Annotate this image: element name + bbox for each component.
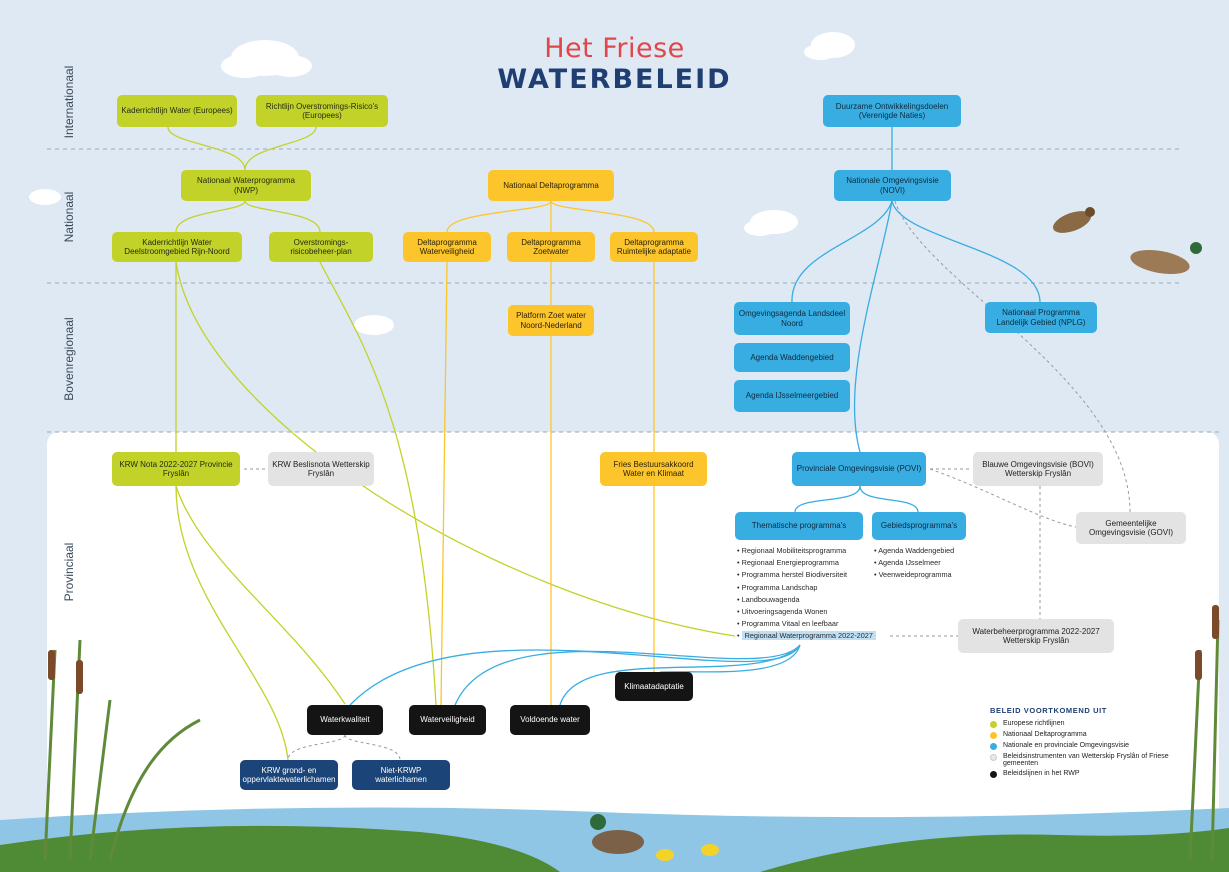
hill-right xyxy=(760,828,1229,872)
list-item: Uitvoeringsagenda Wonen xyxy=(737,606,876,618)
cloud-decoration xyxy=(29,32,855,335)
list-item: Veenweideprogramma xyxy=(874,569,954,581)
legend-label: Europese richtlijnen xyxy=(1003,720,1065,727)
band-label-nationaal: Nationaal xyxy=(62,191,76,243)
legend-label: Nationaal Deltaprogramma xyxy=(1003,731,1087,738)
legend-item: Beleidsinstrumenten van Wetterskip Frysl… xyxy=(990,753,1193,767)
list-item: Landbouwagenda xyxy=(737,594,876,606)
node-dp-waterveiligheid[interactable]: Deltaprogramma Waterveiligheid xyxy=(403,232,491,262)
grey-connectors xyxy=(244,200,1131,761)
node-klimaatadaptatie[interactable]: Klimaatadaptatie xyxy=(615,672,693,701)
hill-left xyxy=(0,825,560,872)
node-krw-grond-oppervlaktewater[interactable]: KRW grond- en oppervlaktewaterlichamen xyxy=(240,760,338,790)
node-dp-ruimtelijke-adaptatie[interactable]: Deltaprogramma Ruimtelijke adaptatie xyxy=(610,232,698,262)
duck-decoration xyxy=(590,207,1202,861)
node-krw-nota[interactable]: KRW Nota 2022-2027 Provincie Fryslân xyxy=(112,452,240,486)
legend-label: Beleidslijnen in het RWP xyxy=(1003,770,1080,777)
legend-label: Nationale en provinciale Omgevingsvisie xyxy=(1003,742,1130,749)
node-krw-eu[interactable]: Kaderrichtlijn Water (Europees) xyxy=(117,95,237,127)
node-krw-rijn[interactable]: Kaderrichtlijn Water Deelstroomgebied Ri… xyxy=(112,232,242,262)
legend-item: Nationale en provinciale Omgevingsvisie xyxy=(990,742,1193,750)
node-ndp[interactable]: Nationaal Deltaprogramma xyxy=(488,170,614,201)
legend-title: BELEID VOORTKOMEND UIT xyxy=(990,706,1107,715)
legend-swatch xyxy=(990,771,997,778)
node-platform-zoet-water[interactable]: Platform Zoet water Noord-Nederland xyxy=(508,305,594,336)
node-povi[interactable]: Provinciale Omgevingsvisie (POVI) xyxy=(792,452,926,486)
thematic-programme-list: Regionaal Mobiliteitsprogramma Regionaal… xyxy=(737,545,876,643)
cattail-decoration xyxy=(48,605,1219,694)
node-voldoende-water[interactable]: Voldoende water xyxy=(510,705,590,735)
band-label-provinciaal: Provinciaal xyxy=(62,542,76,602)
legend-label: Beleidsinstrumenten van Wetterskip Frysl… xyxy=(1003,753,1169,767)
node-govi[interactable]: Gemeentelijke Omgevingsvisie (GOVI) xyxy=(1076,512,1186,544)
node-dp-zoetwater[interactable]: Deltaprogramma Zoetwater xyxy=(507,232,595,262)
yellow-connectors xyxy=(440,200,655,706)
node-thematische-programmas[interactable]: Thematische programma's xyxy=(735,512,863,540)
list-item: Regionaal Mobiliteitsprogramma xyxy=(737,545,876,557)
node-krw-beslisnota[interactable]: KRW Beslisnota Wetterskip Fryslân xyxy=(268,452,374,486)
node-agenda-ijsselmeergebied[interactable]: Agenda IJsselmeergebied xyxy=(734,380,850,412)
legend-swatch xyxy=(990,754,997,761)
gebied-programme-list: Agenda Waddengebied Agenda IJsselmeer Ve… xyxy=(874,545,954,582)
node-omgevingsagenda-noord[interactable]: Omgevingsagenda Landsdeel Noord xyxy=(734,302,850,335)
list-item: Programma herstel Biodiversiteit xyxy=(737,569,876,581)
list-item: Regionaal Energieprogramma xyxy=(737,557,876,569)
list-item: Agenda Waddengebied xyxy=(874,545,954,557)
node-waterkwaliteit[interactable]: Waterkwaliteit xyxy=(307,705,383,735)
node-sdg[interactable]: Duurzame Ontwikkelingsdoelen (Verenigde … xyxy=(823,95,961,127)
node-nwp[interactable]: Nationaal Waterprogramma (NWP) xyxy=(181,170,311,201)
node-fries-bestuursakkoord[interactable]: Fries Bestuursakkoord Water en Klimaat xyxy=(600,452,707,486)
node-gebiedsprogrammas[interactable]: Gebiedsprogramma's xyxy=(872,512,966,540)
node-ror-eu[interactable]: Richtlijn Overstromings-Risico's (Europe… xyxy=(256,95,388,127)
legend-item: Europese richtlijnen xyxy=(990,720,1193,728)
node-bovi[interactable]: Blauwe Omgevingsvisie (BOVI) Wetterskip … xyxy=(973,452,1103,486)
node-nplg[interactable]: Nationaal Programma Landelijk Gebied (NP… xyxy=(985,302,1097,333)
regional-water-programme-label[interactable]: Regionaal Waterprogramma 2022-2027 xyxy=(741,631,876,641)
legend-item: Beleidslijnen in het RWP xyxy=(990,770,1193,778)
legend: BELEID VOORTKOMEND UIT Europese richtlij… xyxy=(990,706,1193,781)
band-label-bovenregionaal: Bovenregionaal xyxy=(62,317,76,401)
legend-swatch xyxy=(990,743,997,750)
list-item-highlight[interactable]: Regionaal Waterprogramma 2022-2027 xyxy=(737,630,876,642)
title-line1: Het Friese xyxy=(544,33,685,64)
node-orbp[interactable]: Overstromings-risicobeheer-plan xyxy=(269,232,373,262)
list-item: Programma Landschap xyxy=(737,582,876,594)
reed-decoration xyxy=(43,619,1220,861)
legend-item: Nationaal Deltaprogramma xyxy=(990,731,1193,739)
title-line2: WATERBELEID xyxy=(497,64,732,95)
node-waterbeheerprogramma[interactable]: Waterbeheerprogramma 2022-2027 Wetterski… xyxy=(958,619,1114,653)
node-waterveiligheid[interactable]: Waterveiligheid xyxy=(409,705,486,735)
node-agenda-waddengebied[interactable]: Agenda Waddengebied xyxy=(734,343,850,372)
node-niet-krwp-waterlichamen[interactable]: Niet-KRWP waterlichamen xyxy=(352,760,450,790)
legend-swatch xyxy=(990,721,997,728)
blue-connectors xyxy=(349,127,1041,706)
band-label-internationaal: Internationaal xyxy=(62,65,76,139)
node-novi[interactable]: Nationale Omgevingsvisie (NOVI) xyxy=(834,170,951,201)
list-item: Agenda IJsselmeer xyxy=(874,557,954,569)
list-item: Programma Vitaal en leefbaar xyxy=(737,618,876,630)
green-connectors xyxy=(167,126,736,761)
band-separators xyxy=(47,148,1219,433)
legend-swatch xyxy=(990,732,997,739)
